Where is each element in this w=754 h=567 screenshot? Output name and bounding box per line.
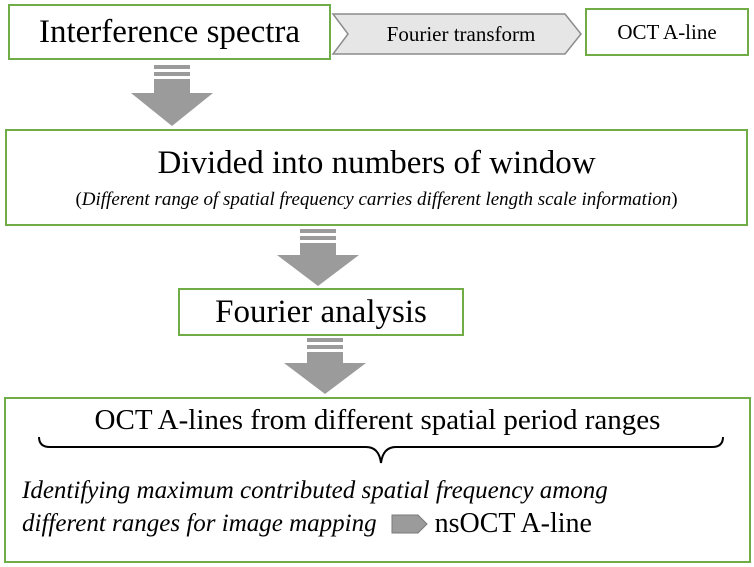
fourier-analysis-box: Fourier analysis — [178, 288, 464, 336]
divided-window-box: Divided into numbers of window (Differen… — [5, 129, 748, 226]
brace-icon — [38, 436, 724, 464]
divided-window-note: (Different range of spatial frequency ca… — [75, 187, 677, 213]
note-open-paren: ( — [75, 188, 82, 210]
pointer-arrow-icon — [391, 514, 428, 534]
fourier-analysis-label: Fourier analysis — [215, 293, 427, 330]
result-box: OCT A-lines from different spatial perio… — [4, 397, 751, 563]
interference-spectra-box: Interference spectra — [8, 4, 331, 60]
note-close-paren: ) — [671, 188, 678, 210]
down-arrow-2-icon — [277, 229, 359, 286]
interference-spectra-label: Interference spectra — [38, 13, 301, 50]
fourier-transform-arrow: Fourier transform — [331, 13, 582, 55]
result-line-2: different ranges for image mapping nsOCT… — [22, 508, 592, 540]
oct-aline-label: OCT A-line — [617, 19, 717, 44]
nsoct-aline-label: nsOCT A-line — [434, 508, 592, 539]
down-arrow-3-icon — [284, 338, 366, 394]
fourier-transform-label: Fourier transform — [387, 22, 536, 46]
result-line-2-text: different ranges for image mapping — [22, 510, 377, 537]
divided-window-title: Divided into numbers of window — [157, 144, 596, 181]
result-line-1: Identifying maximum contributed spatial … — [22, 477, 608, 504]
oct-aline-box: OCT A-line — [585, 8, 749, 56]
note-text: Different range of spatial frequency car… — [81, 188, 672, 210]
result-title: OCT A-lines from different spatial perio… — [94, 404, 661, 436]
down-arrow-1-icon — [131, 65, 213, 126]
